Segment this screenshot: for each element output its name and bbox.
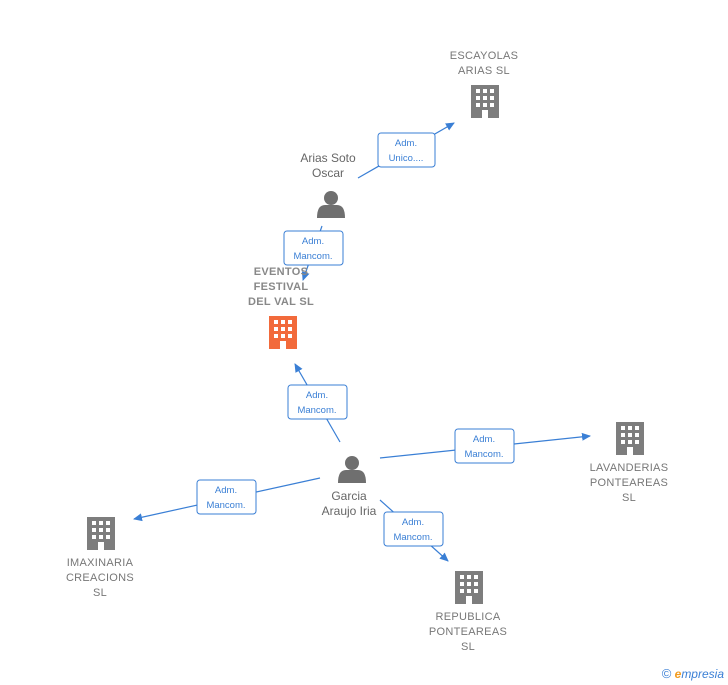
building-icon [269, 316, 297, 349]
edge-label-line: Mancom. [206, 500, 245, 511]
edge-label-line: Adm. [215, 485, 237, 496]
company-label: PONTEAREAS [590, 477, 668, 489]
company-label: ESCAYOLAS [450, 50, 519, 62]
company-node-escayolas[interactable]: ESCAYOLAS ARIAS SL [450, 50, 519, 118]
building-icon [455, 571, 483, 604]
person-label: Oscar [312, 166, 344, 180]
building-icon [616, 422, 644, 455]
building-icon [471, 85, 499, 118]
building-icon [87, 517, 115, 550]
edge-label-line: Adm. [302, 236, 324, 247]
person-node-garcia[interactable]: Garcia Araujo Iria [322, 456, 377, 518]
edge-label-garcia-imaxinaria[interactable]: Adm. Mancom. [196, 479, 257, 515]
edge-label-line: Mancom. [297, 405, 336, 416]
person-icon [317, 191, 345, 218]
company-label: REPUBLICA [435, 611, 500, 623]
company-node-imaxinaria[interactable]: IMAXINARIA CREACIONS SL [66, 517, 134, 599]
brand-initial: e [674, 667, 682, 681]
person-label: Garcia [331, 489, 367, 503]
company-label: SL [461, 641, 475, 653]
edge-label-line: Unico.... [389, 153, 424, 164]
company-label: SL [622, 492, 636, 504]
copyright-symbol: © [661, 666, 672, 681]
company-label: LAVANDERIAS [590, 462, 669, 474]
person-icon [338, 456, 366, 483]
person-label: Arias Soto [300, 151, 356, 165]
company-label: FESTIVAL [254, 281, 309, 293]
edge-label-garcia-republica[interactable]: Adm. Mancom. [383, 511, 444, 547]
company-node-eventos[interactable]: EVENTOS FESTIVAL DEL VAL SL [248, 266, 314, 349]
edge-label-arias-escayolas[interactable]: Adm. Unico.... [377, 132, 436, 168]
edge-label-arias-eventos[interactable]: Adm. Mancom. [283, 230, 344, 266]
company-node-republica[interactable]: REPUBLICA PONTEAREAS SL [429, 571, 507, 653]
edge-label-line: Mancom. [293, 251, 332, 262]
person-label: Araujo Iria [322, 504, 377, 518]
edge-label-garcia-lavanderias[interactable]: Adm. Mancom. [454, 428, 515, 464]
brand-name: mpresia [681, 667, 724, 681]
company-label: CREACIONS [66, 572, 134, 584]
person-node-arias[interactable]: Arias Soto Oscar [300, 151, 356, 218]
company-label: IMAXINARIA [67, 557, 134, 569]
edge-label-line: Adm. [402, 517, 424, 528]
company-label: ARIAS SL [458, 65, 510, 77]
edge-label-line: Adm. [395, 138, 417, 149]
company-label: EVENTOS [254, 266, 308, 278]
edge-label-line: Adm. [473, 434, 495, 445]
company-node-lavanderias[interactable]: LAVANDERIAS PONTEAREAS SL [590, 422, 669, 504]
company-label: SL [93, 587, 107, 599]
edge-label-garcia-eventos[interactable]: Adm. Mancom. [287, 384, 348, 420]
brand-logo: © empresia [662, 666, 724, 681]
company-label: DEL VAL SL [248, 296, 314, 308]
edge-label-line: Mancom. [464, 449, 503, 460]
edge-label-line: Mancom. [393, 532, 432, 543]
company-label: PONTEAREAS [429, 626, 507, 638]
edge-label-line: Adm. [306, 390, 328, 401]
